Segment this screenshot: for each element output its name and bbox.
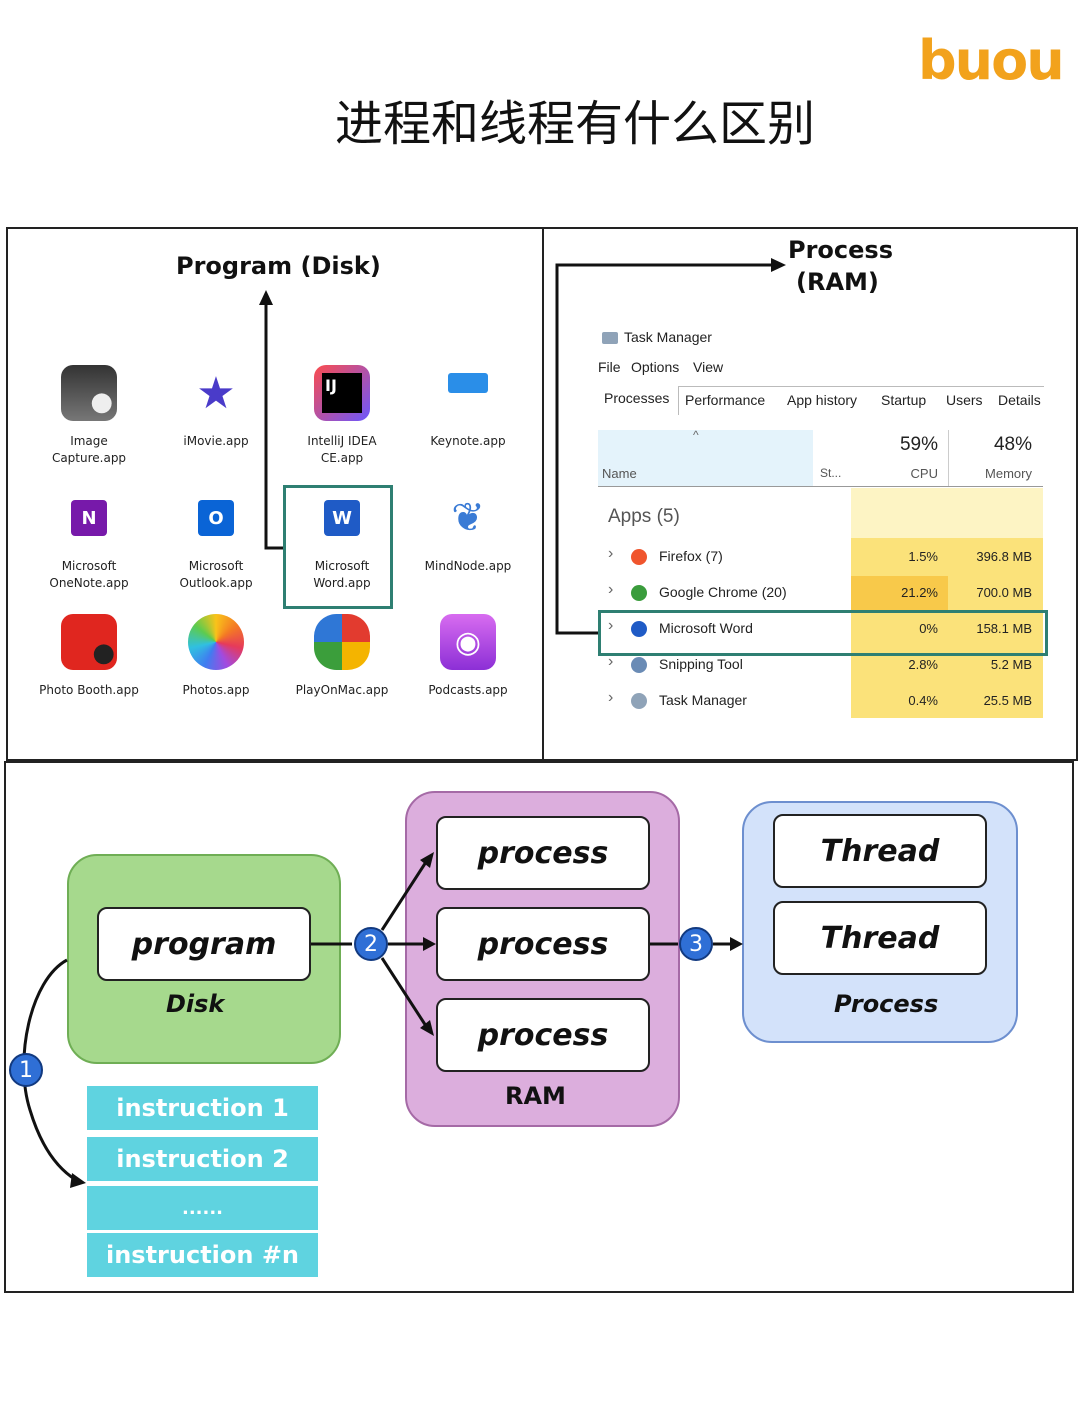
word-icon[interactable]: W: [314, 490, 370, 546]
process-memory: 5.2 MB: [990, 657, 1032, 672]
sort-caret-icon: ^: [693, 428, 699, 442]
app-label: Photos.app: [182, 683, 250, 697]
app-label: Keynote.app: [430, 434, 506, 448]
expand-chevron-icon[interactable]: ›: [608, 653, 614, 670]
program-heading: Program (Disk): [176, 252, 381, 280]
process-name[interactable]: Snipping Tool: [659, 656, 743, 672]
process-cpu: 2.8%: [908, 657, 938, 672]
step-2-badge: 2: [354, 927, 388, 961]
word-process-highlight: [598, 610, 1048, 656]
group-apps[interactable]: Apps (5): [608, 506, 680, 527]
tab-performance[interactable]: Performance: [685, 392, 766, 408]
app-label: PlayOnMac.app: [295, 683, 389, 697]
menu-file[interactable]: File: [598, 359, 621, 375]
column-cpu[interactable]: CPU: [910, 466, 938, 481]
process-heading-line1: Process: [788, 236, 893, 264]
word-app-highlight: [283, 485, 393, 609]
memory-total: 48%: [993, 434, 1032, 455]
tab-users[interactable]: Users: [946, 392, 983, 408]
taskmanager-icon: [602, 332, 618, 344]
process-cpu: 1.5%: [908, 549, 938, 564]
process-box-1: process: [436, 816, 650, 890]
step-3-badge: 3: [679, 927, 713, 961]
app-label: iMovie.app: [183, 434, 249, 448]
process-cpu: 0.4%: [908, 693, 938, 708]
process-name[interactable]: Firefox (7): [659, 548, 723, 564]
column-status[interactable]: St...: [820, 466, 842, 480]
column-memory[interactable]: Memory: [985, 466, 1032, 481]
instruction-1: instruction 1: [87, 1086, 318, 1130]
app-label: MindNode.app: [424, 559, 512, 573]
app-label: IntelliJ IDEA CE.app: [307, 434, 377, 465]
app-label: Image Capture.app: [51, 434, 127, 465]
expand-chevron-icon[interactable]: ›: [608, 581, 614, 598]
cpu-total: 59%: [899, 434, 938, 455]
expand-chevron-icon[interactable]: ›: [608, 689, 614, 706]
column-name[interactable]: Name: [602, 466, 637, 481]
clover-icon[interactable]: [314, 614, 370, 670]
thread-box-1: Thread: [773, 814, 987, 888]
step-1-badge: 1: [9, 1053, 43, 1087]
outlook-icon[interactable]: O: [188, 490, 244, 546]
keynote-icon[interactable]: [440, 365, 496, 421]
tab-details[interactable]: Details: [998, 392, 1041, 408]
app-label: Microsoft Word.app: [313, 559, 371, 590]
thread-box-2: Thread: [773, 901, 987, 975]
instruction-n: instruction #n: [87, 1233, 318, 1277]
ram-label: RAM: [505, 1082, 566, 1110]
disk-label: Disk: [166, 990, 225, 1018]
instruction-2: instruction 2: [87, 1137, 318, 1181]
app-label: Microsoft Outlook.app: [179, 559, 253, 590]
podcast-icon[interactable]: ◉: [440, 614, 496, 670]
firefox-icon: [631, 549, 647, 565]
process-memory: 700.0 MB: [976, 585, 1032, 600]
app-label: Podcasts.app: [428, 683, 508, 697]
program-box: program: [97, 907, 311, 981]
process-memory: 158.1 MB: [976, 621, 1032, 636]
onenote-icon[interactable]: N: [61, 490, 117, 546]
page-title: 进程和线程有什么区别: [334, 96, 815, 152]
photobooth-icon[interactable]: ●: [61, 614, 117, 670]
tab-processes[interactable]: Processes: [604, 390, 670, 406]
chrome-icon: [631, 585, 647, 601]
brand-logo: buou: [918, 29, 1065, 92]
expand-chevron-icon[interactable]: ›: [608, 545, 614, 562]
process-heading-line2: (RAM): [796, 268, 879, 296]
menu-options[interactable]: Options: [631, 359, 680, 375]
process-box-3: process: [436, 998, 650, 1072]
mindnode-icon[interactable]: ❦: [440, 490, 496, 546]
menu-view[interactable]: View: [693, 359, 724, 375]
process-box-2: process: [436, 907, 650, 981]
tab-startup[interactable]: Startup: [881, 392, 927, 408]
app-label: Photo Booth.app: [39, 683, 139, 697]
process-label: Process: [834, 990, 939, 1018]
instruction-ellipsis: ......: [87, 1186, 318, 1230]
expand-chevron-icon[interactable]: ›: [608, 617, 614, 634]
intellij-icon[interactable]: IJ: [314, 365, 370, 421]
task-manager-window: Task Manager File Options View Processes…: [598, 326, 1048, 726]
star-icon[interactable]: ★: [188, 365, 244, 421]
process-name[interactable]: Task Manager: [659, 692, 747, 708]
process-memory: 25.5 MB: [983, 693, 1032, 708]
taskmanager-icon: [631, 693, 647, 709]
app-label: Microsoft OneNote.app: [49, 559, 129, 590]
process-cpu: 21.2%: [901, 585, 938, 600]
tab-app-history[interactable]: App history: [787, 392, 858, 408]
process-memory: 396.8 MB: [976, 549, 1032, 564]
photos-icon[interactable]: [188, 614, 244, 670]
process-name[interactable]: Google Chrome (20): [659, 584, 787, 600]
word-icon: [631, 621, 647, 637]
process-cpu: 0%: [919, 621, 938, 636]
camera-icon[interactable]: ●: [61, 365, 117, 421]
window-title: Task Manager: [624, 329, 712, 345]
process-name[interactable]: Microsoft Word: [659, 620, 753, 636]
scissors-icon: [631, 657, 647, 673]
